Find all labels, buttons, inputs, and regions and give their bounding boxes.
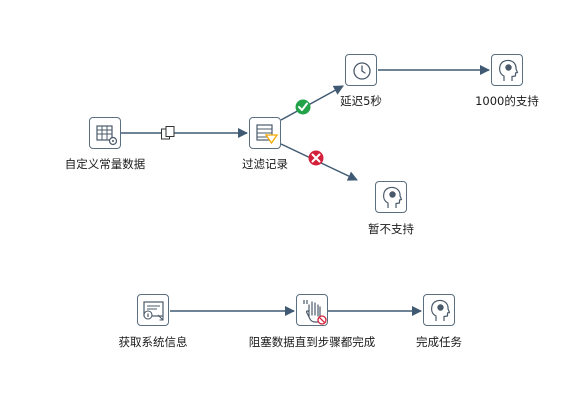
- system-info-icon: [143, 301, 164, 321]
- success-check-icon: [295, 99, 311, 115]
- dummy-head-icon: [383, 186, 403, 208]
- step-not-supported[interactable]: [375, 181, 407, 213]
- step-delay-label: 延迟5秒: [340, 94, 382, 108]
- step-task-complete-label: 完成任务: [416, 335, 462, 349]
- step-get-system-info[interactable]: [137, 294, 169, 326]
- step-get-system-info-label: 获取系统信息: [118, 335, 188, 349]
- step-constant-data-label: 自定义常量数据: [64, 157, 146, 171]
- filter-rows-icon: [256, 124, 279, 145]
- table-gear-icon: [96, 125, 118, 146]
- step-block-until-done[interactable]: [296, 294, 328, 326]
- hand-stop-icon: [303, 300, 327, 325]
- dummy-head-icon: [499, 59, 519, 81]
- clock-icon: [353, 62, 371, 80]
- step-block-until-done-label: 阻塞数据直到步骤都完成: [248, 335, 376, 349]
- step-task-complete[interactable]: [423, 294, 455, 326]
- step-delay[interactable]: [345, 54, 377, 86]
- step-filter-rows[interactable]: [249, 117, 281, 149]
- step-support-1000[interactable]: [491, 54, 523, 86]
- step-constant-data[interactable]: [89, 117, 121, 149]
- hop-filter-to-delay[interactable]: [280, 85, 344, 121]
- step-support-1000-label: 1000的支持: [475, 94, 539, 108]
- error-x-icon: [308, 150, 324, 166]
- step-not-supported-label: 暂不支持: [368, 222, 414, 236]
- copy-icon: [161, 126, 175, 140]
- dummy-head-icon: [431, 299, 451, 321]
- step-filter-rows-label: 过滤记录: [242, 157, 288, 171]
